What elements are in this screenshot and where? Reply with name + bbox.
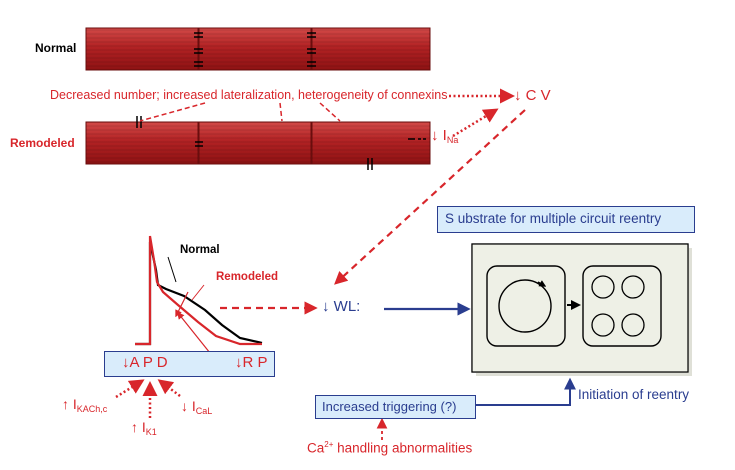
wl-label: ↓ WL:	[322, 298, 361, 315]
cv-to-wl-arrow	[334, 109, 526, 285]
multiple-reentry-circuits	[591, 275, 645, 337]
apd-rp-box	[104, 351, 275, 377]
remodeled-gap-junctions	[136, 116, 415, 170]
remodeled-cells-label: Remodeled	[10, 136, 75, 150]
normal-cell-strand	[85, 27, 431, 71]
ina-label: ↓ INa	[431, 127, 459, 145]
normal-gap-junctions	[194, 32, 316, 67]
connexin-label: Decreased number; increased lateralizati…	[50, 88, 448, 102]
substrate-box: S ubstrate for multiple circuit reentry	[437, 206, 695, 233]
normal-cells-label: Normal	[35, 41, 77, 55]
ap-normal-label: Normal	[180, 244, 220, 256]
single-reentry-circuit	[498, 279, 552, 333]
remodeled-cell-strand	[85, 116, 431, 170]
apd-label: ↓A P D	[122, 354, 168, 371]
ca-handling-label: Ca2+ handling abnormalities	[307, 440, 473, 456]
reentry-panel	[471, 243, 692, 376]
rp-label: ↓R P	[235, 354, 268, 371]
ap-remodeled-label: Remodeled	[216, 271, 278, 283]
ina-to-cv-arrow	[452, 108, 499, 138]
current-arrows	[115, 379, 181, 418]
ikach-label: ↑ IKACh,c	[62, 396, 108, 414]
initiation-label: Initiation of reentry	[578, 387, 690, 402]
triggering-box: Increased triggering (?)	[315, 395, 476, 419]
remodeled-ap-trace	[135, 235, 262, 346]
action-potential-plot	[135, 235, 263, 346]
cv-label: ↓ C V	[514, 87, 551, 104]
connexin-pointers	[139, 102, 341, 122]
triggering-to-reentry-arrow	[476, 377, 576, 406]
ical-label: ↓ ICaL	[181, 398, 213, 416]
ik1-label: ↑ IK1	[131, 419, 157, 437]
